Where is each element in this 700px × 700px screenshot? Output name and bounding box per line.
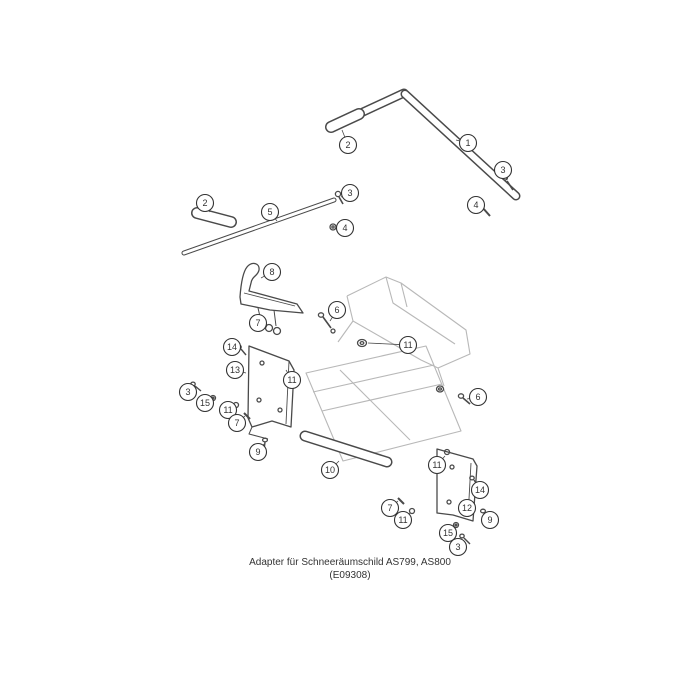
svg-text:13: 13 xyxy=(230,365,240,375)
callout-9: 9 xyxy=(248,442,268,462)
callout-15: 15 xyxy=(195,393,215,413)
callout-3: 3 xyxy=(448,537,468,557)
nut-11-right-top-drawing xyxy=(443,448,451,456)
svg-text:4: 4 xyxy=(342,223,347,233)
adapter-parts-drawing xyxy=(181,88,521,545)
svg-text:3: 3 xyxy=(500,165,505,175)
svg-text:7: 7 xyxy=(234,418,239,428)
washer-frame-drawing xyxy=(435,385,445,393)
machine-frame-drawing xyxy=(305,276,471,462)
callout-6: 6 xyxy=(327,300,347,322)
diagram-title-line2: (E09308) xyxy=(329,570,371,581)
callout-11: 11 xyxy=(393,510,413,530)
bushing-mid-drawing xyxy=(356,338,368,348)
callout-8: 8 xyxy=(260,262,282,282)
svg-text:11: 11 xyxy=(223,405,232,415)
callout-5: 5 xyxy=(260,202,280,222)
grip-tube-left-drawing xyxy=(191,207,237,228)
callout-13: 13 xyxy=(225,360,247,380)
svg-text:14: 14 xyxy=(475,485,485,495)
svg-text:2: 2 xyxy=(202,198,207,208)
svg-text:11: 11 xyxy=(287,375,296,385)
svg-text:7: 7 xyxy=(255,318,260,328)
svg-text:4: 4 xyxy=(473,200,478,210)
grip-tube-top-drawing xyxy=(325,108,365,133)
hinge-upper-drawing xyxy=(264,323,282,336)
diagram-title: Adapter für Schneeräumschild AS799, AS80… xyxy=(0,556,700,582)
washer-rod-drawing xyxy=(329,223,337,231)
handle-tube-drawing xyxy=(358,88,521,201)
callout-2: 2 xyxy=(195,193,215,213)
callout-4: 4 xyxy=(335,218,355,238)
svg-text:11: 11 xyxy=(398,515,407,525)
svg-text:3: 3 xyxy=(455,542,460,552)
svg-text:5: 5 xyxy=(267,207,272,217)
rod-drawing xyxy=(181,197,337,256)
callout-7: 7 xyxy=(248,313,268,333)
bolt-6-upper-drawing xyxy=(317,312,336,334)
callout-14: 14 xyxy=(470,480,490,500)
pin-7-bottom-drawing xyxy=(397,497,405,505)
svg-text:9: 9 xyxy=(487,515,492,525)
bolt-6-right-drawing xyxy=(457,393,471,405)
svg-text:12: 12 xyxy=(462,503,472,513)
svg-text:14: 14 xyxy=(227,342,237,352)
callout-2: 2 xyxy=(338,129,358,155)
callout-12: 12 xyxy=(457,498,477,518)
svg-text:6: 6 xyxy=(475,392,480,402)
callout-3: 3 xyxy=(178,382,198,402)
bolt-rod-drawing xyxy=(334,190,344,205)
svg-text:7: 7 xyxy=(387,503,392,513)
svg-text:11: 11 xyxy=(403,340,412,350)
callout-9: 9 xyxy=(480,510,500,530)
nut-11-bottom-drawing xyxy=(408,507,416,515)
svg-text:3: 3 xyxy=(347,188,352,198)
callout-7: 7 xyxy=(380,498,400,518)
callout-15: 15 xyxy=(438,523,458,543)
pin-7-left-drawing xyxy=(243,412,251,420)
callout-11: 11 xyxy=(282,369,302,390)
callout-4: 4 xyxy=(466,195,486,215)
callout-3: 3 xyxy=(340,183,360,203)
callout-7: 7 xyxy=(227,413,247,433)
svg-text:15: 15 xyxy=(443,528,453,538)
roller-tube-drawing xyxy=(299,430,393,468)
svg-text:3: 3 xyxy=(185,387,190,397)
callout-1: 1 xyxy=(455,133,478,153)
callout-3: 3 xyxy=(493,160,513,181)
svg-text:10: 10 xyxy=(325,465,335,475)
washer-15-right-drawing xyxy=(452,521,460,529)
callout-11: 11 xyxy=(218,400,238,420)
svg-text:11: 11 xyxy=(432,460,441,470)
callout-6: 6 xyxy=(466,387,488,407)
callout-11: 11 xyxy=(427,455,447,475)
svg-text:8: 8 xyxy=(269,267,274,277)
svg-text:1: 1 xyxy=(465,138,470,148)
callout-11: 11 xyxy=(367,335,418,355)
svg-text:15: 15 xyxy=(200,398,210,408)
svg-text:2: 2 xyxy=(345,140,350,150)
callout-14: 14 xyxy=(222,337,242,357)
callout-10: 10 xyxy=(320,460,340,480)
left-side-plate-drawing xyxy=(247,345,295,440)
svg-text:6: 6 xyxy=(334,305,339,315)
diagram-title-line1: Adapter für Schneeräumschild AS799, AS80… xyxy=(249,557,451,568)
bolt-3-right-drawing xyxy=(459,533,471,545)
svg-text:9: 9 xyxy=(255,447,260,457)
